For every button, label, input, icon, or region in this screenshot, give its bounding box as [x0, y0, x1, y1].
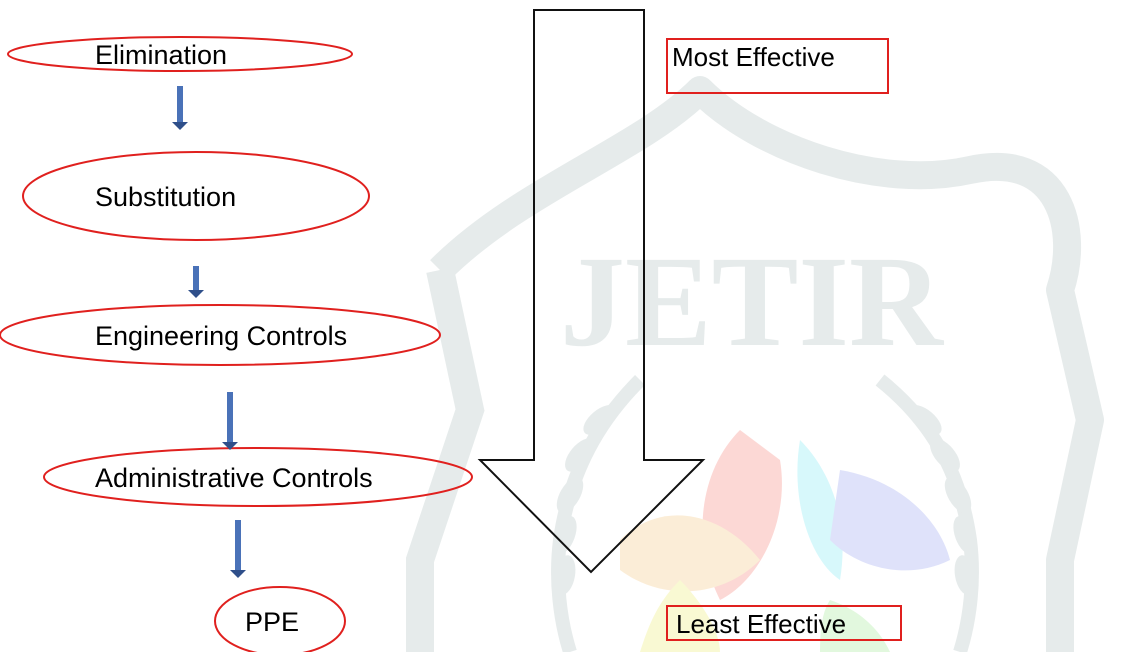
watermark-shield-left: [406, 267, 485, 652]
substitution-ellipse: [22, 151, 370, 241]
step-arrow-3: [222, 392, 238, 450]
step-label-ppe: PPE: [245, 607, 300, 637]
effectiveness-big-arrow: [477, 9, 706, 574]
administrative-controls-ellipse: [43, 447, 473, 507]
watermark-petal-red: [702, 430, 782, 600]
step-arrow-4: [230, 520, 246, 578]
step-arrow-1: [172, 86, 188, 130]
step-arrow-2: [188, 266, 204, 298]
most-effective-label: Most Effective: [666, 38, 889, 94]
watermark-petal-orange: [620, 515, 760, 592]
elimination-ellipse: [7, 36, 353, 72]
step-label-elimination: Elimination: [95, 40, 228, 70]
watermark-petal-blue: [830, 470, 950, 571]
step-label-engineering-controls: Engineering Controls: [95, 321, 348, 351]
watermark-laurel-right: [875, 374, 979, 652]
watermark-text: JETIR: [560, 230, 945, 374]
step-label-administrative-controls: Administrative Controls: [95, 463, 373, 493]
watermark-petal-cyan: [797, 440, 843, 580]
watermark-petal-yellow: [640, 580, 720, 652]
engineering-controls-ellipse: [0, 304, 441, 366]
watermark-shield-outline: [430, 76, 1104, 652]
step-label-substitution: Substitution: [95, 182, 237, 212]
ppe-ellipse: [214, 586, 346, 652]
watermark-laurel-left: [551, 375, 645, 652]
least-effective-label: Least Effective: [666, 605, 902, 641]
